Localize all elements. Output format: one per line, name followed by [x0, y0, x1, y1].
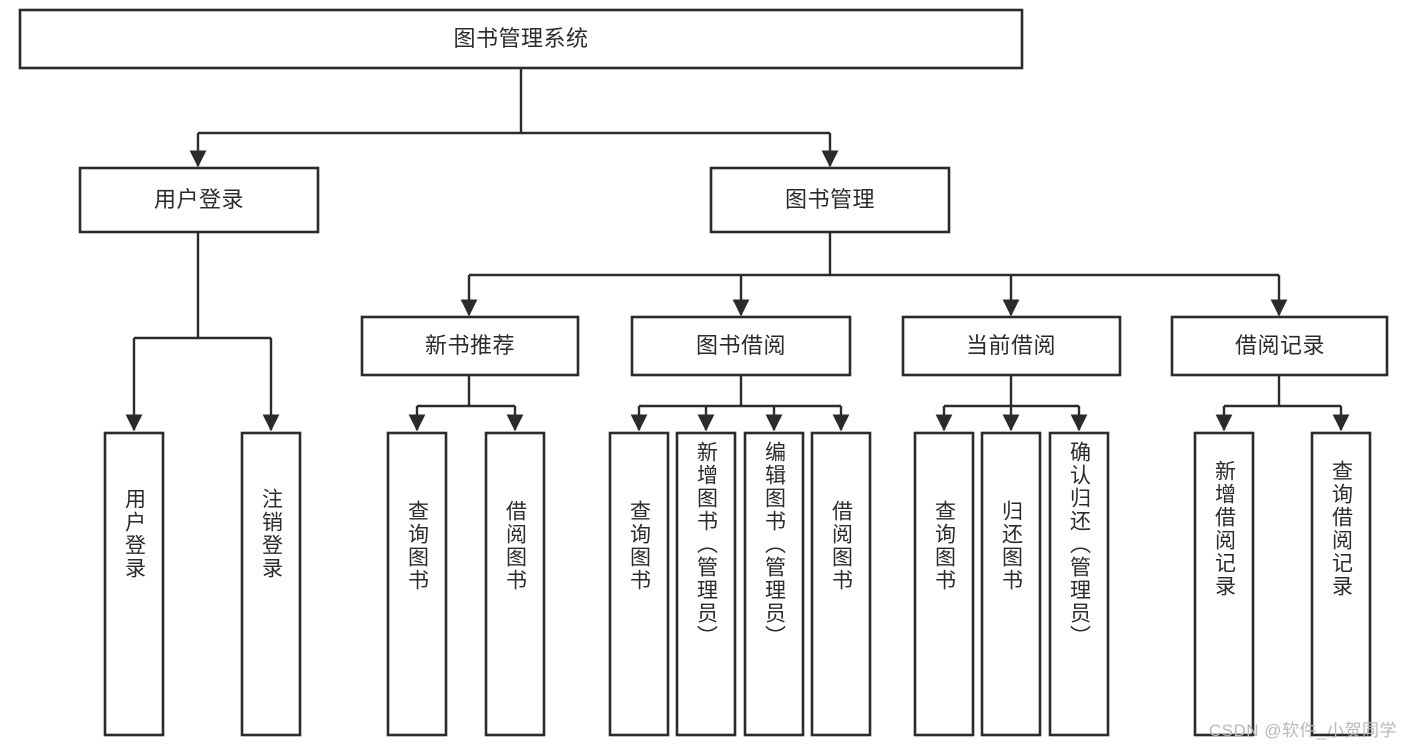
node-leaf-add-book-box[interactable] [675, 431, 737, 737]
node-leaf-user-login-box[interactable] [103, 431, 165, 737]
node-book-manage-box[interactable] [709, 166, 951, 234]
node-user-login-box[interactable] [78, 166, 320, 234]
node-leaf-query-record-box[interactable] [1310, 431, 1372, 737]
node-book-manage-label: 图书管理 [785, 187, 875, 212]
node-leaf-query-book-1-box[interactable] [386, 431, 448, 737]
node-leaf-query-book-2-box[interactable] [608, 431, 670, 737]
node-book-borrow-box[interactable] [630, 315, 852, 377]
node-leaf-return-book-box[interactable] [980, 431, 1042, 737]
node-new-book-recommend[interactable]: 新书推荐 [360, 315, 580, 377]
node-new-book-recommend-label: 新书推荐 [425, 333, 515, 358]
node-borrow-record-label: 借阅记录 [1235, 333, 1325, 358]
node-current-borrow-label: 当前借阅 [966, 333, 1056, 358]
node-user-login[interactable]: 用户登录 [78, 166, 320, 234]
node-leaf-query-book-3-box[interactable] [913, 431, 975, 737]
node-current-borrow-box[interactable] [901, 315, 1122, 377]
node-root-box[interactable] [18, 8, 1024, 70]
node-book-manage[interactable]: 图书管理 [709, 166, 951, 234]
node-root-label: 图书管理系统 [453, 26, 588, 51]
node-leaf-logout-box[interactable] [240, 431, 302, 737]
node-leaf-confirm-return-box[interactable] [1048, 431, 1110, 737]
csdn-watermark: CSDN @软件_小贺同学 [1208, 721, 1397, 740]
node-leaf-borrow-book-2-box[interactable] [810, 431, 872, 737]
node-leaf-borrow-book-1-box[interactable] [484, 431, 546, 737]
connector-layer [125, 68, 1350, 432]
node-borrow-record[interactable]: 借阅记录 [1170, 315, 1389, 377]
node-current-borrow[interactable]: 当前借阅 [901, 315, 1122, 377]
node-root[interactable]: 图书管理系统 [18, 8, 1024, 70]
node-user-login-label: 用户登录 [154, 187, 244, 212]
node-book-borrow-label: 图书借阅 [696, 333, 786, 358]
node-leaf-add-record-box[interactable] [1193, 431, 1255, 737]
node-leaf-edit-book-box[interactable] [743, 431, 805, 737]
node-new-book-recommend-box[interactable] [360, 315, 580, 377]
node-borrow-record-box[interactable] [1170, 315, 1389, 377]
leaf-boxes-layer [103, 431, 1372, 737]
node-book-borrow[interactable]: 图书借阅 [630, 315, 852, 377]
